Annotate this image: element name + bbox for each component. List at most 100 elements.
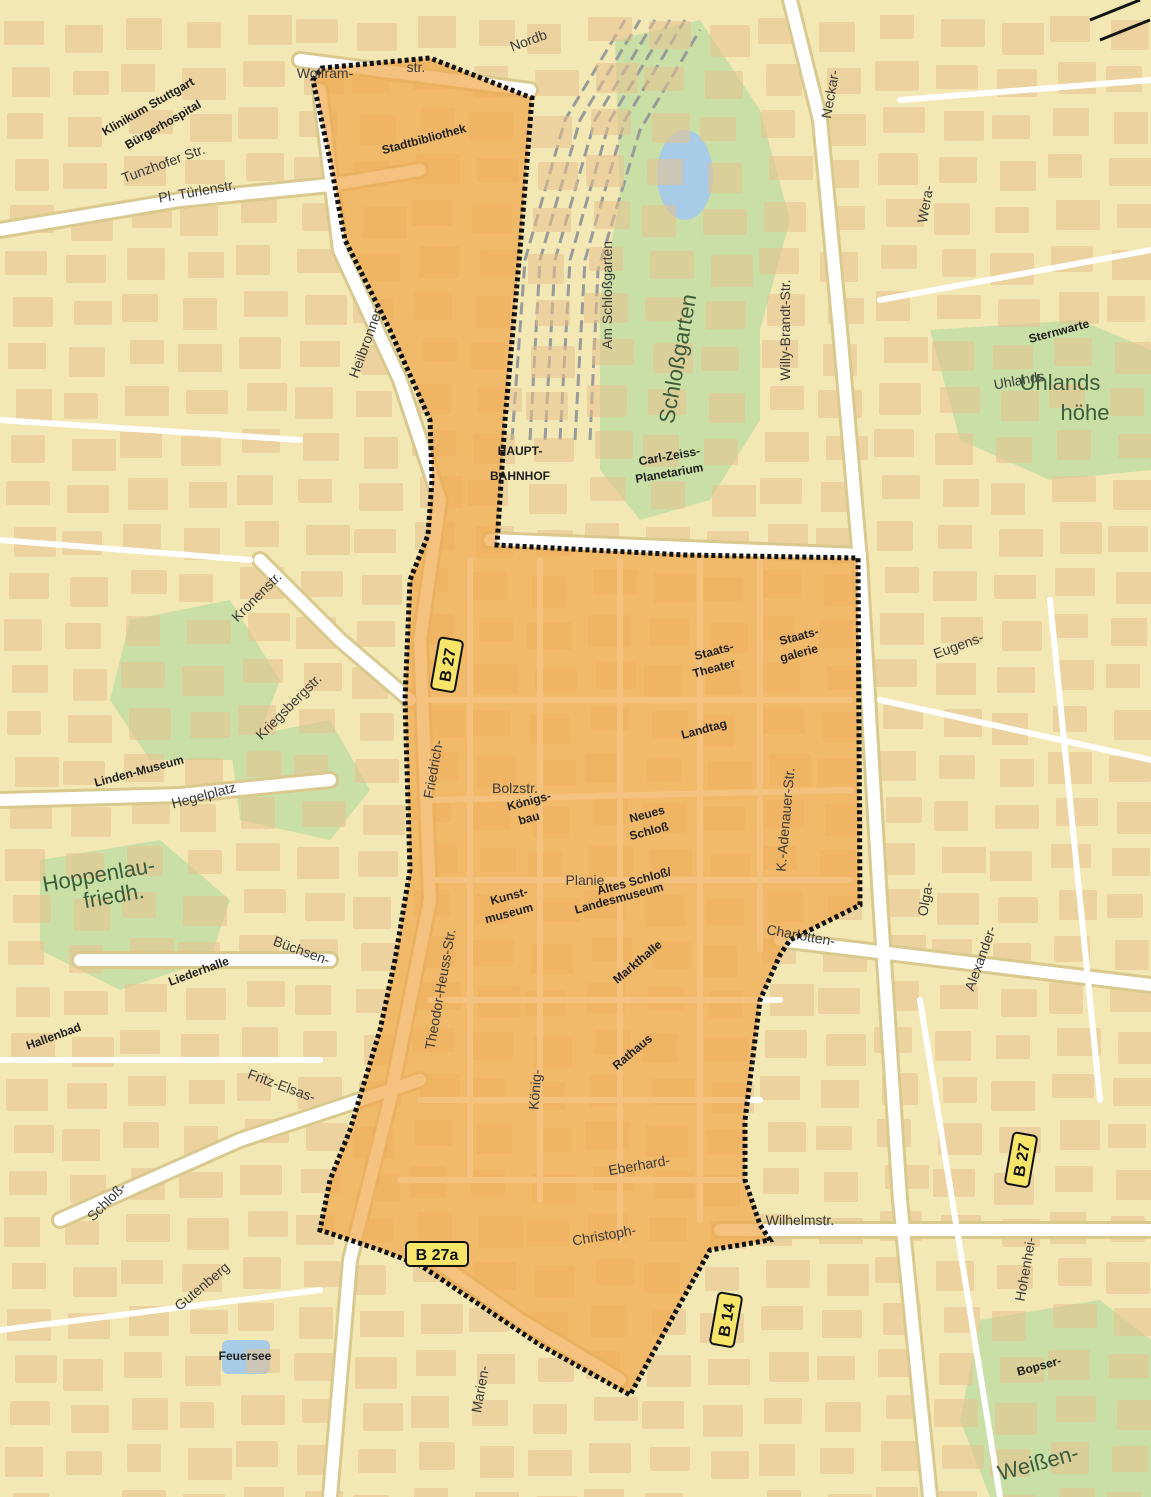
building-block: [248, 1211, 288, 1237]
building-block: [237, 1073, 271, 1101]
building-block: [183, 298, 217, 330]
building-block: [72, 439, 116, 471]
building-block: [302, 801, 346, 827]
building-block: [418, 16, 456, 48]
building-block: [937, 893, 979, 925]
building-block: [126, 616, 160, 646]
building-block: [297, 249, 341, 273]
building-block: [934, 203, 970, 235]
building-block: [938, 525, 972, 549]
building-block: [1108, 526, 1148, 552]
building-block: [536, 300, 570, 326]
building-block: [1052, 1074, 1094, 1098]
building-block: [1109, 756, 1151, 782]
building-block: [1058, 660, 1094, 690]
building-block: [125, 984, 167, 1012]
building-block: [15, 1355, 57, 1383]
building-block: [356, 989, 390, 1013]
building-block: [764, 202, 806, 232]
building-block: [827, 1264, 869, 1296]
building-block: [824, 1172, 858, 1202]
building-block: [709, 393, 745, 423]
building-block: [1050, 16, 1090, 42]
building-block: [304, 663, 342, 691]
building-block: [124, 754, 164, 782]
building-block: [236, 843, 280, 871]
building-block: [996, 437, 1032, 463]
building-block: [479, 20, 515, 46]
park-label: Uhlands: [1020, 370, 1101, 395]
district-area[interactable]: [310, 55, 863, 1399]
building-block: [294, 1353, 338, 1381]
building-block: [130, 340, 164, 364]
building-block: [120, 432, 162, 458]
building-block: [129, 110, 173, 134]
building-block: [70, 577, 108, 607]
building-block: [182, 1264, 222, 1292]
building-block: [13, 297, 53, 327]
building-block: [881, 1441, 925, 1471]
building-block: [1060, 1120, 1100, 1150]
building-block: [187, 1218, 229, 1250]
building-block: [1114, 112, 1148, 144]
building-block: [121, 662, 165, 688]
building-block: [882, 475, 920, 499]
building-block: [13, 895, 51, 923]
building-block: [818, 988, 860, 1014]
building-block: [995, 805, 1039, 829]
building-block: [238, 1303, 274, 1331]
building-block: [596, 63, 638, 93]
building-block: [712, 485, 756, 517]
building-block: [8, 941, 44, 965]
building-block: [63, 761, 105, 785]
building-block: [944, 111, 984, 141]
building-block: [73, 1267, 117, 1297]
building-block: [239, 337, 281, 369]
building-block: [246, 1349, 280, 1373]
building-block: [1107, 296, 1145, 322]
building-block: [1116, 1170, 1151, 1200]
building-block: [362, 575, 402, 605]
road-shield-label: B 27a: [416, 1247, 459, 1264]
building-block: [825, 1402, 861, 1432]
building-block: [11, 1033, 55, 1059]
building-block: [592, 339, 634, 365]
building-block: [480, 1446, 514, 1478]
building-block: [1059, 292, 1099, 324]
building-block: [1054, 338, 1092, 366]
building-block: [828, 1494, 872, 1497]
building-block: [1053, 1304, 1097, 1328]
building-block: [1049, 982, 1083, 1014]
building-block: [761, 110, 795, 138]
building-block: [185, 160, 225, 184]
building-block: [15, 757, 59, 787]
building-block: [6, 481, 50, 505]
building-block: [1118, 434, 1151, 458]
building-block: [881, 843, 915, 875]
building-block: [881, 245, 917, 269]
building-block: [586, 155, 624, 187]
building-block: [190, 1310, 228, 1334]
building-block: [4, 21, 44, 45]
building-block: [12, 67, 50, 97]
building-block: [763, 1168, 799, 1194]
building-block: [246, 751, 282, 777]
building-block: [1055, 568, 1095, 596]
building-block: [303, 1031, 337, 1057]
building-block: [764, 1398, 802, 1424]
building-block: [708, 163, 742, 193]
building-block: [1106, 1262, 1150, 1294]
building-block: [185, 1356, 221, 1386]
building-block: [765, 1030, 807, 1058]
building-block: [131, 570, 167, 594]
building-block: [297, 847, 339, 879]
building-block: [411, 1396, 449, 1428]
building-block: [5, 251, 47, 275]
building-block: [767, 294, 805, 326]
road-shield-box: [430, 636, 464, 693]
building-block: [183, 896, 227, 926]
building-block: [127, 1444, 161, 1472]
building-block: [472, 1400, 508, 1426]
